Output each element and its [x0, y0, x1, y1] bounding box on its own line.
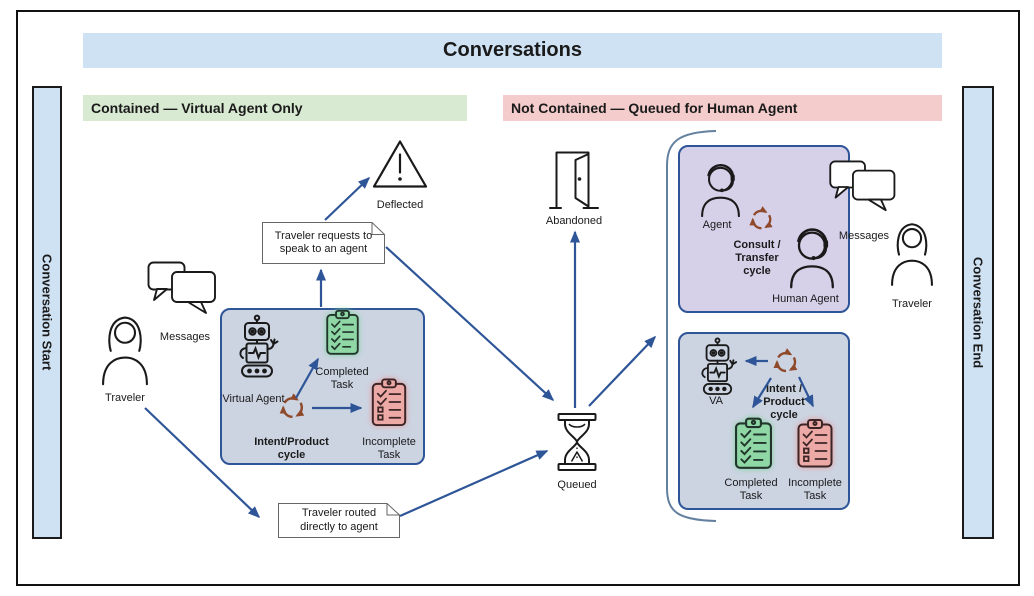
- completed-task-icon: [324, 308, 361, 357]
- note-routed-direct-text: Traveler routed directly to agent: [300, 507, 378, 533]
- abandoned-label: Abandoned: [545, 215, 603, 227]
- virtual-agent-label: Virtual Agent: [222, 393, 285, 405]
- note-request-agent: Traveler requests to speak to an agent: [262, 222, 385, 264]
- intent-product-cycle-icon: [276, 391, 309, 424]
- header-contained: Contained — Virtual Agent Only: [83, 95, 467, 121]
- completed-task-label-right: Completed Task: [724, 477, 778, 502]
- completed-task-icon-right: [732, 416, 775, 471]
- traveler-label-right: Traveler: [892, 298, 932, 310]
- consult-transfer-cycle-icon: [746, 204, 777, 235]
- door-icon: [548, 149, 600, 211]
- completed-task-label: Completed Task: [315, 366, 369, 391]
- va-label: VA: [709, 395, 723, 407]
- messages-label-right: Messages: [838, 230, 890, 242]
- incomplete-task-label-right: Incomplete Task: [788, 477, 842, 502]
- note-routed-direct: Traveler routed directly to agent: [278, 503, 400, 538]
- rail-end-label: Conversation End: [970, 256, 986, 369]
- deflected-label: Deflected: [376, 199, 424, 211]
- page-title: Conversations: [443, 39, 582, 61]
- messages-icon: [147, 261, 222, 318]
- rail-start-label: Conversation Start: [39, 254, 55, 371]
- headset-agent-icon: [697, 160, 744, 217]
- traveler-icon: [95, 308, 155, 388]
- traveler-icon-right: [886, 213, 938, 291]
- rail-conversation-start: Conversation Start: [32, 86, 62, 539]
- robot-icon: [233, 314, 281, 382]
- incomplete-task-icon: [369, 377, 409, 428]
- traveler-label: Traveler: [105, 392, 145, 404]
- note-request-agent-text: Traveler requests to speak to an agent: [274, 229, 373, 255]
- human-agent-icon: [786, 222, 838, 290]
- warning-triangle-icon: [371, 138, 429, 191]
- outer-frame: [16, 10, 1020, 586]
- hourglass-icon: [556, 412, 598, 472]
- title-banner: Conversations: [83, 33, 942, 68]
- rail-conversation-end: Conversation End: [962, 86, 994, 539]
- consult-transfer-cycle-label: Consult / Transfer cycle: [733, 239, 781, 277]
- messages-label: Messages: [159, 331, 211, 343]
- intent-product-cycle-label-right: Intent / Product cycle: [763, 383, 805, 421]
- messages-icon-right: [827, 160, 903, 215]
- intent-product-cycle-label: Intent/Product cycle: [254, 436, 329, 461]
- intent-product-cycle-icon-right: [770, 346, 802, 378]
- incomplete-task-icon-right: [795, 416, 835, 471]
- header-not-contained: Not Contained — Queued for Human Agent: [503, 95, 942, 121]
- incomplete-task-label: Incomplete Task: [362, 436, 416, 461]
- va-robot-icon: [695, 337, 740, 399]
- human-agent-label: Human Agent: [772, 293, 839, 305]
- agent-label: Agent: [702, 219, 732, 231]
- queued-label: Queued: [557, 479, 597, 491]
